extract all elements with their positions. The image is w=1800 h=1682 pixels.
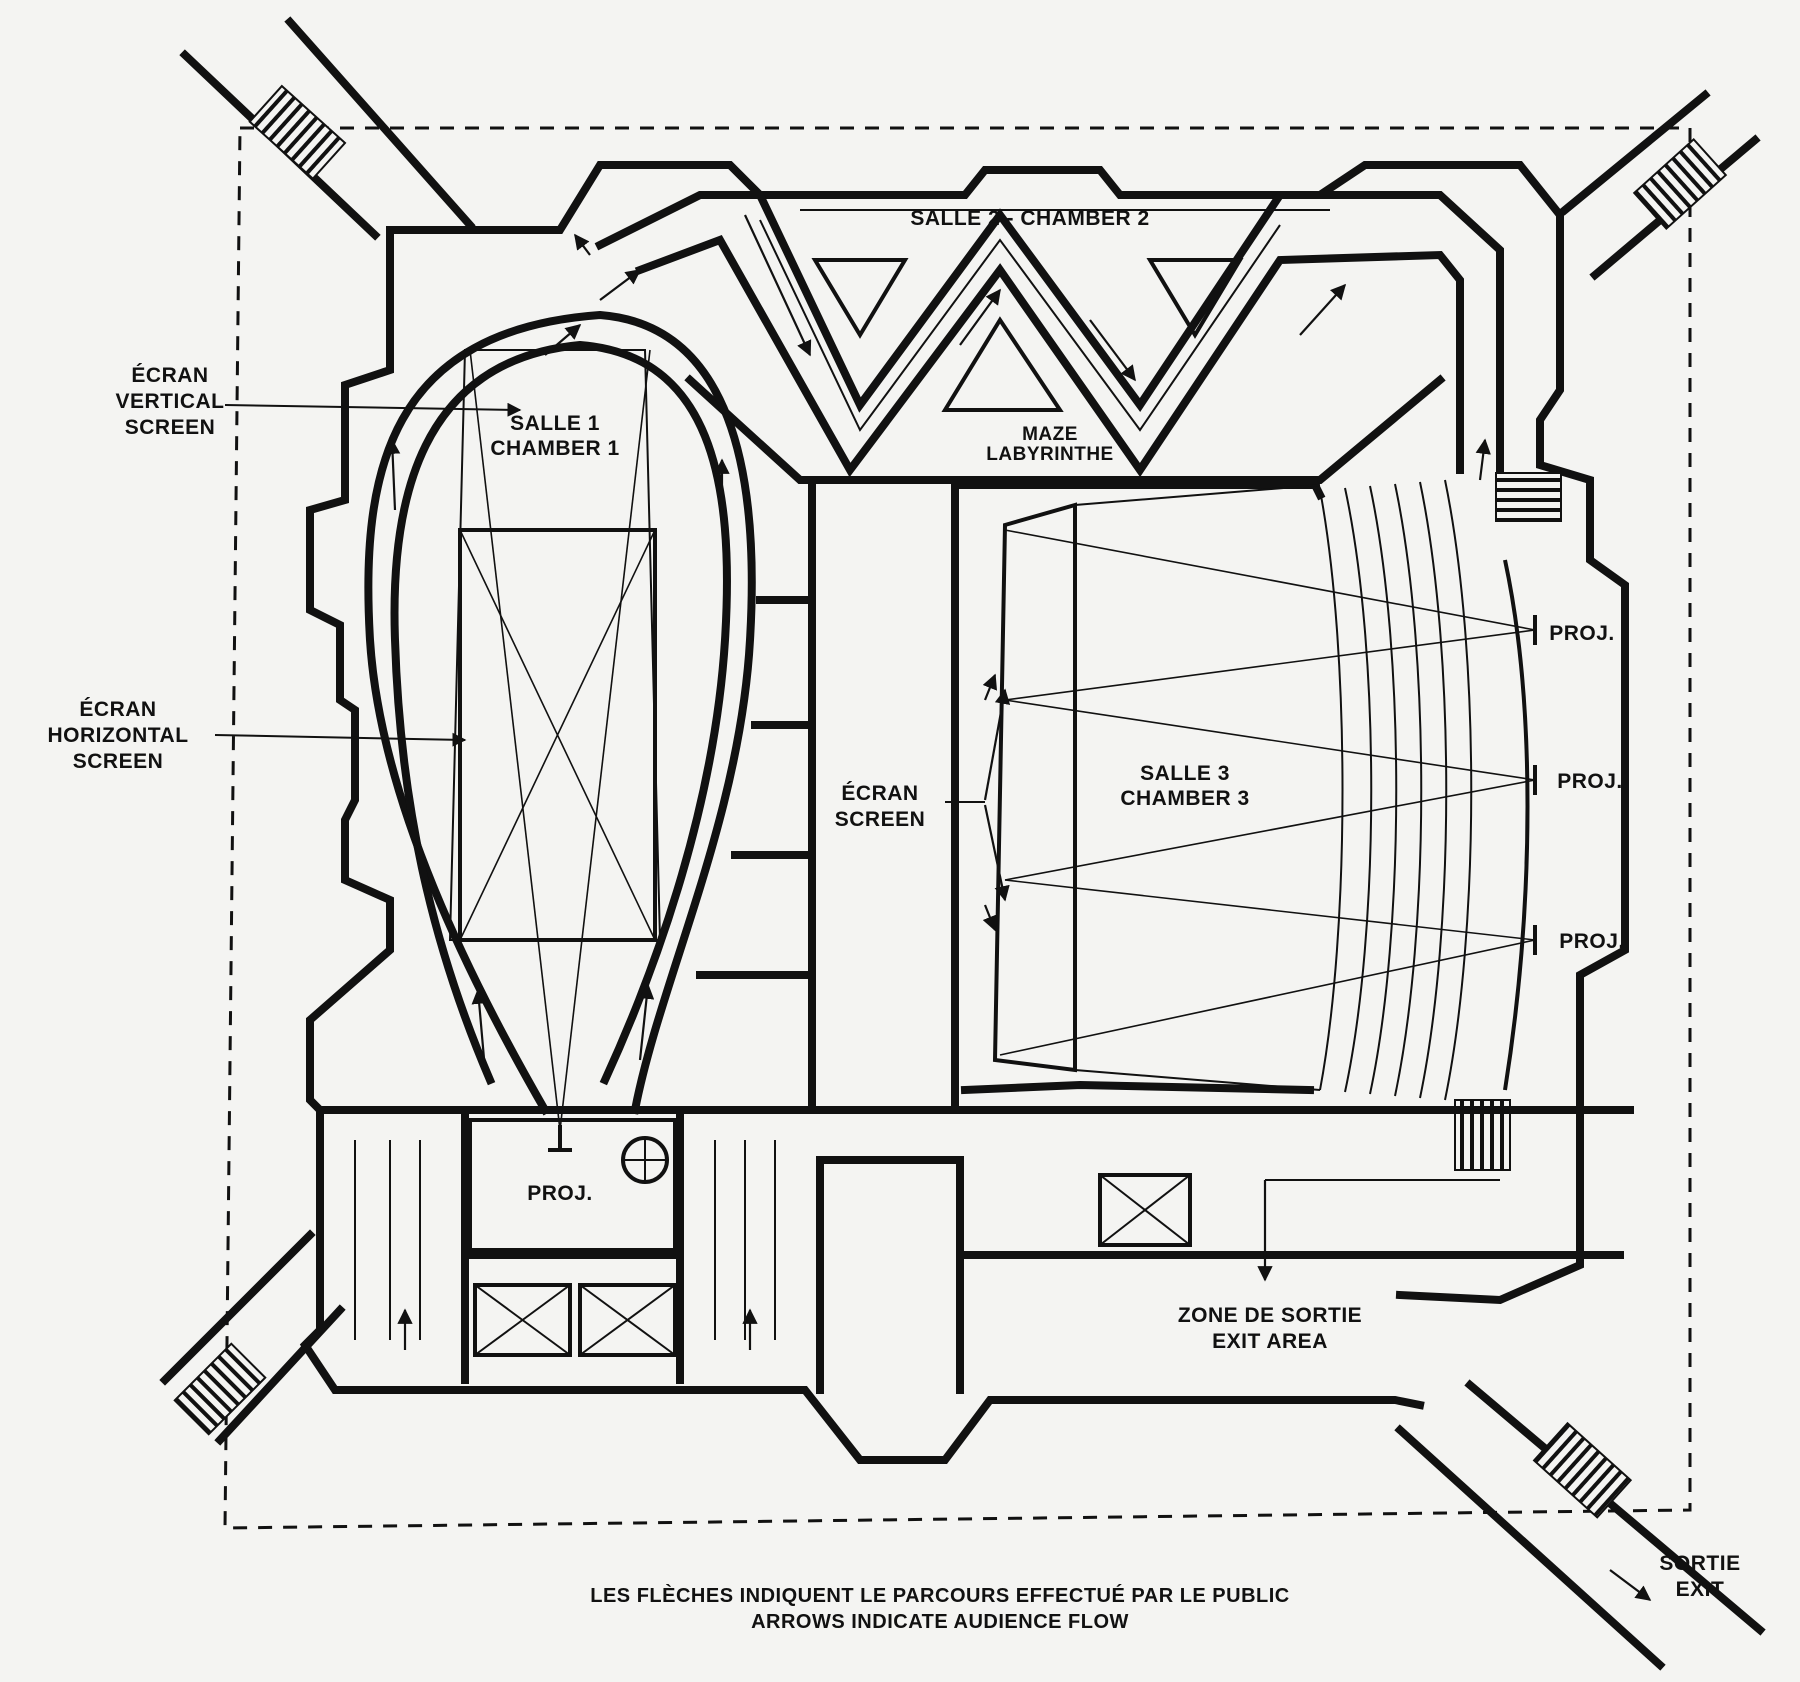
svg-text:HORIZONTAL: HORIZONTAL <box>47 724 188 747</box>
maze-triangle-center <box>941 316 1064 412</box>
exit-label: SORTIE <box>1659 1552 1740 1575</box>
chamber1-label: SALLE 1 <box>510 412 600 435</box>
lift-2 <box>578 1283 677 1357</box>
exit-label-en: EXIT <box>1676 1578 1725 1601</box>
svg-text:SCREEN: SCREEN <box>125 416 216 439</box>
projector-1: PROJ. <box>1533 615 1615 645</box>
screen-label: ÉCRAN <box>841 782 918 805</box>
stairs-sw <box>173 1342 267 1436</box>
svg-text:PROJ.: PROJ. <box>1559 930 1625 953</box>
projection-room <box>468 1118 677 1252</box>
svg-text:ÉCRAN: ÉCRAN <box>131 364 208 387</box>
legend-caption: LES FLÈCHES INDIQUENT LE PARCOURS EFFECT… <box>590 1584 1290 1633</box>
svg-text:ARROWS INDICATE AUDIENCE FLOW: ARROWS INDICATE AUDIENCE FLOW <box>751 1611 1129 1633</box>
svg-text:ÉCRAN: ÉCRAN <box>79 698 156 721</box>
chamber3: SALLE 3 CHAMBER 3 PROJ. PROJ. PROJ. <box>954 472 1625 1171</box>
labyrinth-label: LABYRINTHE <box>986 444 1113 465</box>
screen-label-en: SCREEN <box>835 808 926 831</box>
exit-area-label: ZONE DE SORTIE <box>1178 1304 1362 1327</box>
lift-3 <box>1098 1173 1192 1247</box>
chamber1-label-en: CHAMBER 1 <box>490 437 619 460</box>
svg-text:SCREEN: SCREEN <box>73 750 164 773</box>
building-walls <box>299 161 1629 1464</box>
svg-text:PROJ.: PROJ. <box>1557 770 1623 793</box>
site-boundary <box>223 126 1692 1530</box>
maze-triangle-left <box>811 258 909 339</box>
chamber3-label-en: CHAMBER 3 <box>1120 787 1249 810</box>
lift-1 <box>473 1283 572 1357</box>
exit-area: ZONE DE SORTIE EXIT AREA SORTIE EXIT <box>1178 1304 1740 1601</box>
chamber3-label: SALLE 3 <box>1140 762 1230 785</box>
svg-text:LES FLÈCHES INDIQUENT LE PARCO: LES FLÈCHES INDIQUENT LE PARCOURS EFFECT… <box>590 1584 1290 1607</box>
projector-3: PROJ. <box>1533 925 1625 955</box>
maze-label: MAZE <box>1022 424 1078 445</box>
svg-text:VERTICAL: VERTICAL <box>116 390 225 413</box>
service-wing: PROJ. <box>316 1106 1634 1394</box>
callout-horizontal-screen: ÉCRAN HORIZONTAL SCREEN <box>47 698 467 773</box>
maze-triangle-right <box>1146 258 1244 339</box>
chamber1: SALLE 1 CHAMBER 1 <box>364 269 756 1131</box>
chamber2-maze: SALLE 2 - CHAMBER 2 MAZE LABYRINTHE <box>574 191 1504 484</box>
central-corridor: ÉCRAN SCREEN <box>696 481 985 1114</box>
stairs-se <box>1532 1421 1633 1519</box>
stairs-nw <box>248 84 347 181</box>
stairs-ne <box>1632 137 1728 231</box>
projection-room-label: PROJ. <box>527 1182 593 1205</box>
projector-2: PROJ. <box>1533 765 1623 795</box>
projection-beams <box>999 529 1536 1056</box>
chamber2-label: SALLE 2 - CHAMBER 2 <box>910 207 1149 230</box>
exit-area-label-en: EXIT AREA <box>1212 1330 1328 1353</box>
stairs-east <box>1495 472 1562 522</box>
callout-vertical-screen: ÉCRAN VERTICAL SCREEN <box>116 364 522 439</box>
svg-text:PROJ.: PROJ. <box>1549 622 1615 645</box>
